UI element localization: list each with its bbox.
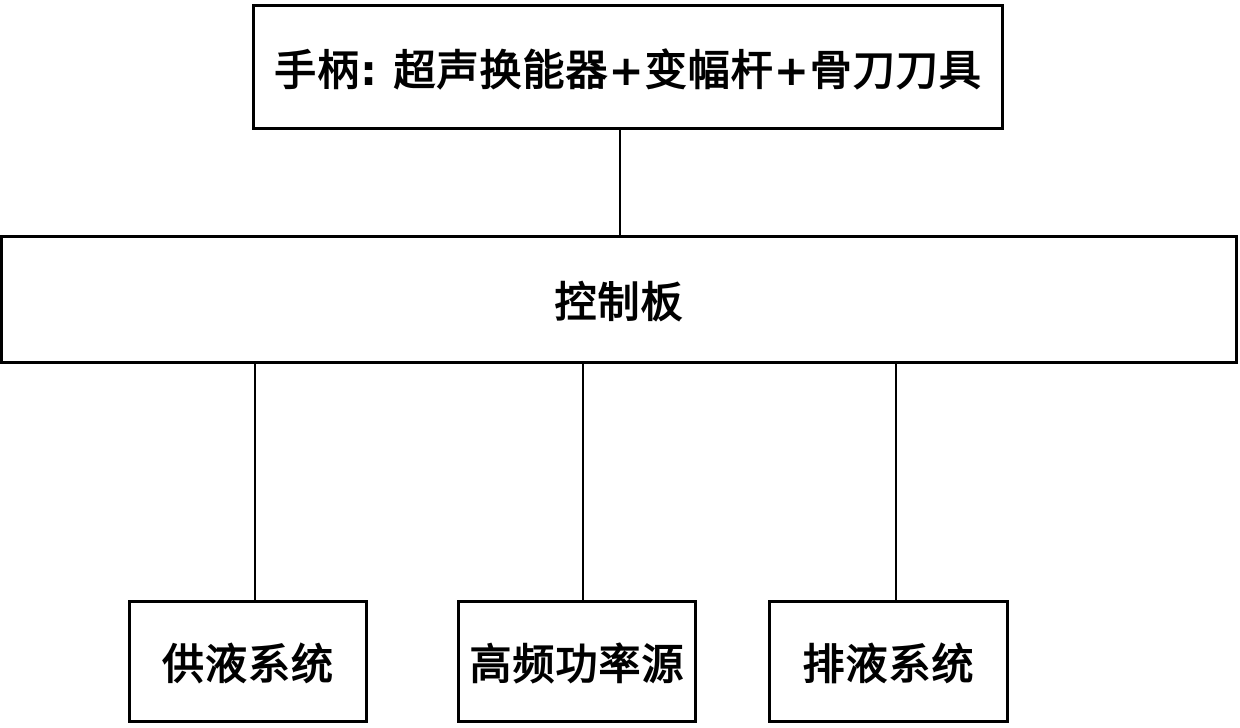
node-control-board-label: 控制板: [554, 278, 684, 327]
node-drainage-system-label: 排液系统: [802, 640, 975, 689]
node-drainage-system: 排液系统: [768, 600, 1009, 723]
node-handle: 手柄: 超声换能器+变幅杆+骨刀刀具: [252, 4, 1004, 130]
connector-control-board-to-drainage: [895, 363, 897, 601]
node-liquid-supply-system-label: 供液系统: [161, 640, 334, 689]
node-handle-label: 手柄: 超声换能器+变幅杆+骨刀刀具: [274, 45, 982, 95]
node-hf-power-source-label: 高频功率源: [469, 640, 685, 689]
node-liquid-supply-system: 供液系统: [128, 600, 368, 723]
node-control-board: 控制板: [0, 235, 1238, 364]
connector-handle-to-control-board: [619, 129, 621, 236]
connector-control-board-to-hf-power-source: [582, 363, 584, 601]
node-hf-power-source: 高频功率源: [457, 600, 697, 723]
connector-control-board-to-liquid-supply: [254, 363, 256, 601]
